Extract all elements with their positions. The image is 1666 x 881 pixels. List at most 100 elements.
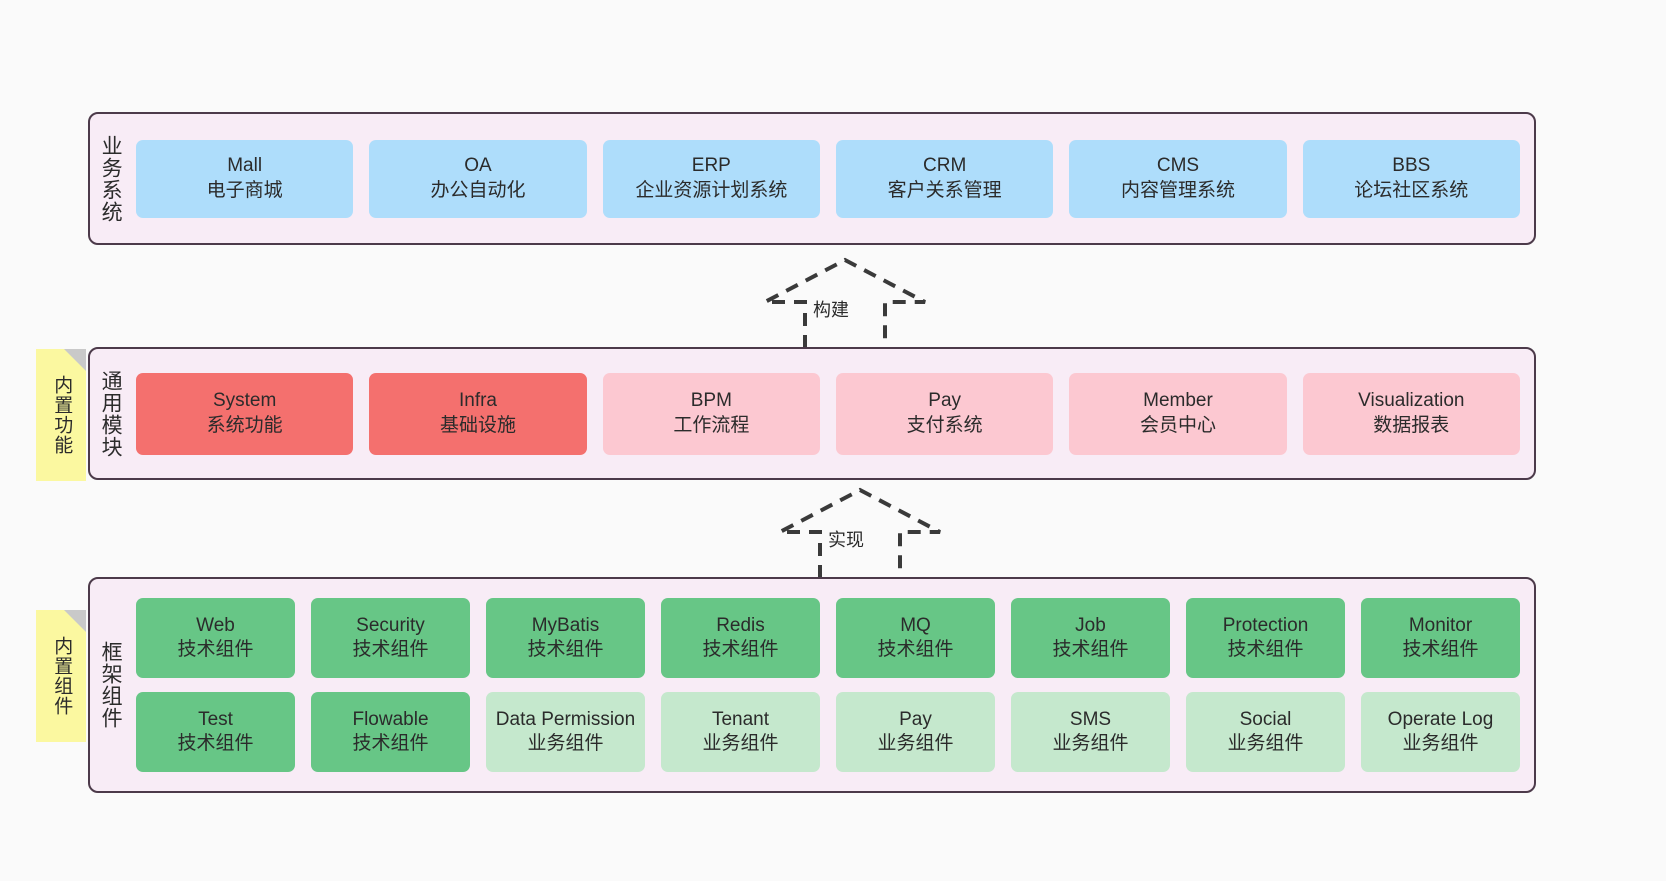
node-title: Pay <box>928 390 962 412</box>
node-pay-module[interactable]: Pay 支付系统 <box>835 372 1054 455</box>
node-subtitle: 技术组件 <box>1052 639 1129 660</box>
node-subtitle: 会员中心 <box>1139 414 1216 436</box>
arrow-build: 构建 <box>755 257 935 348</box>
node-title: Job <box>1075 614 1106 636</box>
node-title: Monitor <box>1408 614 1473 636</box>
node-monitor[interactable]: Monitor 技术组件 <box>1361 598 1520 678</box>
node-flowable[interactable]: Flowable 技术组件 <box>311 692 470 772</box>
node-member[interactable]: Member 会员中心 <box>1069 372 1287 455</box>
framework-row-tech: Web 技术组件 Security 技术组件 MyBatis 技术组件 Redi… <box>136 598 1520 678</box>
node-protection[interactable]: Protection 技术组件 <box>1186 598 1345 678</box>
dashed-up-arrow-icon <box>779 487 941 578</box>
node-title: Visualization <box>1358 390 1465 412</box>
layer-body-business-system: Mall 电子商城 OA 办公自动化 ERP 企业资源计划系统 CRM 客户关系… <box>130 114 1534 243</box>
node-subtitle: 业务组件 <box>1052 733 1129 754</box>
node-title: CRM <box>923 155 967 177</box>
node-title: SMS <box>1069 708 1112 730</box>
node-operate-log[interactable]: Operate Log 业务组件 <box>1361 692 1520 772</box>
node-subtitle: 业务组件 <box>877 733 954 754</box>
node-subtitle: 技术组件 <box>352 639 429 660</box>
node-redis[interactable]: Redis 技术组件 <box>661 598 820 678</box>
note-label: 内置功能 <box>51 375 73 455</box>
node-title: CMS <box>1156 155 1200 177</box>
node-title: Member <box>1143 390 1213 412</box>
node-title: Pay <box>899 708 932 730</box>
node-web[interactable]: Web 技术组件 <box>136 598 295 678</box>
node-subtitle: 业务组件 <box>1402 733 1479 754</box>
page-fold-icon <box>64 610 86 632</box>
node-title: Web <box>196 614 235 636</box>
node-title: Data Permission <box>495 708 636 730</box>
node-subtitle: 技术组件 <box>877 639 954 660</box>
node-security[interactable]: Security 技术组件 <box>311 598 470 678</box>
node-subtitle: 技术组件 <box>527 639 604 660</box>
node-title: BPM <box>690 390 732 412</box>
node-title: Protection <box>1222 614 1309 636</box>
node-subtitle: 论坛社区系统 <box>1354 179 1469 201</box>
node-pay-component[interactable]: Pay 业务组件 <box>836 692 995 772</box>
node-cms[interactable]: CMS 内容管理系统 <box>1069 139 1287 218</box>
node-data-permission[interactable]: Data Permission 业务组件 <box>486 692 645 772</box>
node-tenant[interactable]: Tenant 业务组件 <box>661 692 820 772</box>
node-title: Mall <box>227 155 263 177</box>
node-visualization[interactable]: Visualization 数据报表 <box>1302 372 1520 455</box>
layer-framework-component: 框架组件 Web 技术组件 Security 技术组件 MyBatis 技术组件… <box>88 577 1536 793</box>
node-sms[interactable]: SMS 业务组件 <box>1011 692 1170 772</box>
node-mybatis[interactable]: MyBatis 技术组件 <box>486 598 645 678</box>
node-title: MQ <box>900 614 931 636</box>
arrow-build-label: 构建 <box>813 300 849 320</box>
note-label: 内置组件 <box>51 636 73 716</box>
node-infra[interactable]: Infra 基础设施 <box>369 372 587 455</box>
node-system[interactable]: System 系统功能 <box>136 372 354 455</box>
page-fold-icon <box>64 349 86 371</box>
layer-business-system: 业务系统 Mall 电子商城 OA 办公自动化 ERP 企业资源计划系统 CRM… <box>88 112 1536 245</box>
node-title: Social <box>1239 708 1292 730</box>
node-subtitle: 数据报表 <box>1373 414 1450 436</box>
node-mall[interactable]: Mall 电子商城 <box>136 139 354 218</box>
note-builtin-function: 内置功能 <box>36 349 86 481</box>
node-subtitle: 电子商城 <box>206 179 283 201</box>
node-subtitle: 业务组件 <box>527 733 604 754</box>
node-subtitle: 业务组件 <box>1227 733 1304 754</box>
node-title: Redis <box>716 614 765 636</box>
node-subtitle: 业务组件 <box>702 733 779 754</box>
framework-row-business: Test 技术组件 Flowable 技术组件 Data Permission … <box>136 692 1520 772</box>
arrow-implement: 实现 <box>770 487 950 578</box>
node-title: Test <box>198 708 233 730</box>
node-bbs[interactable]: BBS 论坛社区系统 <box>1302 139 1520 218</box>
node-job[interactable]: Job 技术组件 <box>1011 598 1170 678</box>
node-oa[interactable]: OA 办公自动化 <box>369 139 587 218</box>
node-subtitle: 企业资源计划系统 <box>635 179 788 201</box>
layer-body-common-module: System 系统功能 Infra 基础设施 BPM 工作流程 Pay 支付系统… <box>130 349 1534 478</box>
node-crm[interactable]: CRM 客户关系管理 <box>835 139 1054 218</box>
node-social[interactable]: Social 业务组件 <box>1186 692 1345 772</box>
layer-title-common-module: 通用模块 <box>99 369 123 458</box>
node-title: Security <box>356 614 425 636</box>
layer-title-business-system: 业务系统 <box>99 134 123 223</box>
node-subtitle: 技术组件 <box>352 733 429 754</box>
node-subtitle: 技术组件 <box>177 639 254 660</box>
node-erp[interactable]: ERP 企业资源计划系统 <box>602 139 820 218</box>
node-title: System <box>212 390 277 412</box>
node-subtitle: 系统功能 <box>206 414 283 436</box>
arrow-implement-label: 实现 <box>828 530 864 550</box>
note-builtin-component: 内置组件 <box>36 610 86 742</box>
layer-body-framework-component: Web 技术组件 Security 技术组件 MyBatis 技术组件 Redi… <box>130 579 1534 791</box>
node-mq[interactable]: MQ 技术组件 <box>836 598 995 678</box>
node-subtitle: 基础设施 <box>439 414 516 436</box>
node-test[interactable]: Test 技术组件 <box>136 692 295 772</box>
node-subtitle: 支付系统 <box>906 414 983 436</box>
node-title: Operate Log <box>1387 708 1494 730</box>
node-bpm[interactable]: BPM 工作流程 <box>602 372 820 455</box>
node-title: ERP <box>691 155 731 177</box>
node-title: Flowable <box>352 708 429 730</box>
dashed-up-arrow-icon <box>764 257 926 348</box>
node-subtitle: 技术组件 <box>1402 639 1479 660</box>
node-title: BBS <box>1392 155 1431 177</box>
node-title: Tenant <box>711 708 770 730</box>
layer-common-module: 通用模块 System 系统功能 Infra 基础设施 BPM 工作流程 Pay… <box>88 347 1536 480</box>
node-subtitle: 工作流程 <box>673 414 750 436</box>
node-subtitle: 技术组件 <box>1227 639 1304 660</box>
node-subtitle: 办公自动化 <box>430 179 526 201</box>
